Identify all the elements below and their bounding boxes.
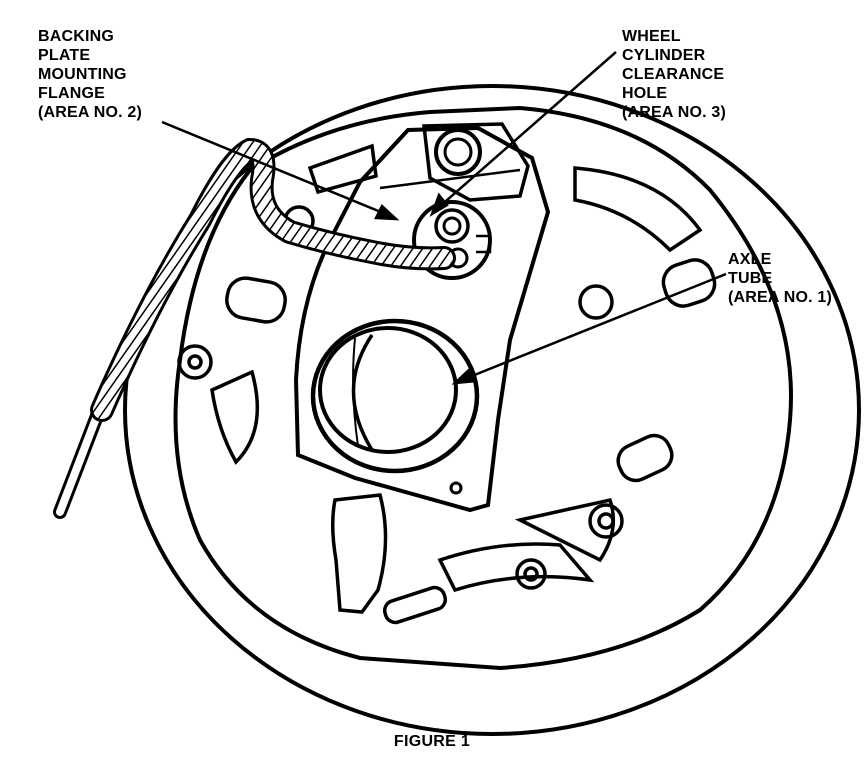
figure-caption: FIGURE 1 — [393, 733, 471, 750]
brake-line — [53, 137, 456, 519]
plate-cutouts — [210, 143, 717, 625]
outer-rim — [123, 84, 861, 736]
wheel-cylinder-label-line: WHEEL — [622, 28, 681, 45]
backing-plate-label-line: PLATE — [38, 47, 91, 64]
axle-tube-label-line: (AREA NO. 1) — [728, 289, 833, 306]
wheel-cylinder-label-line: CLEARANCE — [622, 66, 725, 83]
backing-plate-label-line: MOUNTING — [38, 66, 127, 83]
inner-plate — [173, 105, 793, 671]
flange-small-hole — [449, 481, 463, 495]
wheel-cylinder-label: WHEEL CYLINDER CLEARANCE HOLE (AREA NO. … — [622, 27, 726, 122]
backing-plate-label-line: (AREA NO. 2) — [38, 104, 143, 121]
axle-tube — [310, 318, 480, 474]
backing-plate-label-line: BACKING — [38, 28, 115, 45]
backing-plate-label: BACKING PLATE MOUNTING FLANGE (AREA NO. … — [38, 27, 142, 122]
backing-plate-label-line: FLANGE — [38, 85, 105, 102]
wheel-cylinder-assembly — [412, 122, 530, 280]
axle-tube-label-line: AXLE — [728, 251, 772, 268]
wheel-cylinder-label-line: (AREA NO. 3) — [622, 104, 727, 121]
mounting-flange — [293, 125, 551, 513]
wheel-cylinder-label-line: CYLINDER — [622, 47, 706, 64]
axle-tube-label: AXLE TUBE (AREA NO. 1) — [728, 250, 832, 307]
leader-lines — [161, 51, 727, 385]
axle-tube-label-line: TUBE — [728, 270, 773, 287]
wheel-cylinder-label-line: HOLE — [622, 85, 668, 102]
